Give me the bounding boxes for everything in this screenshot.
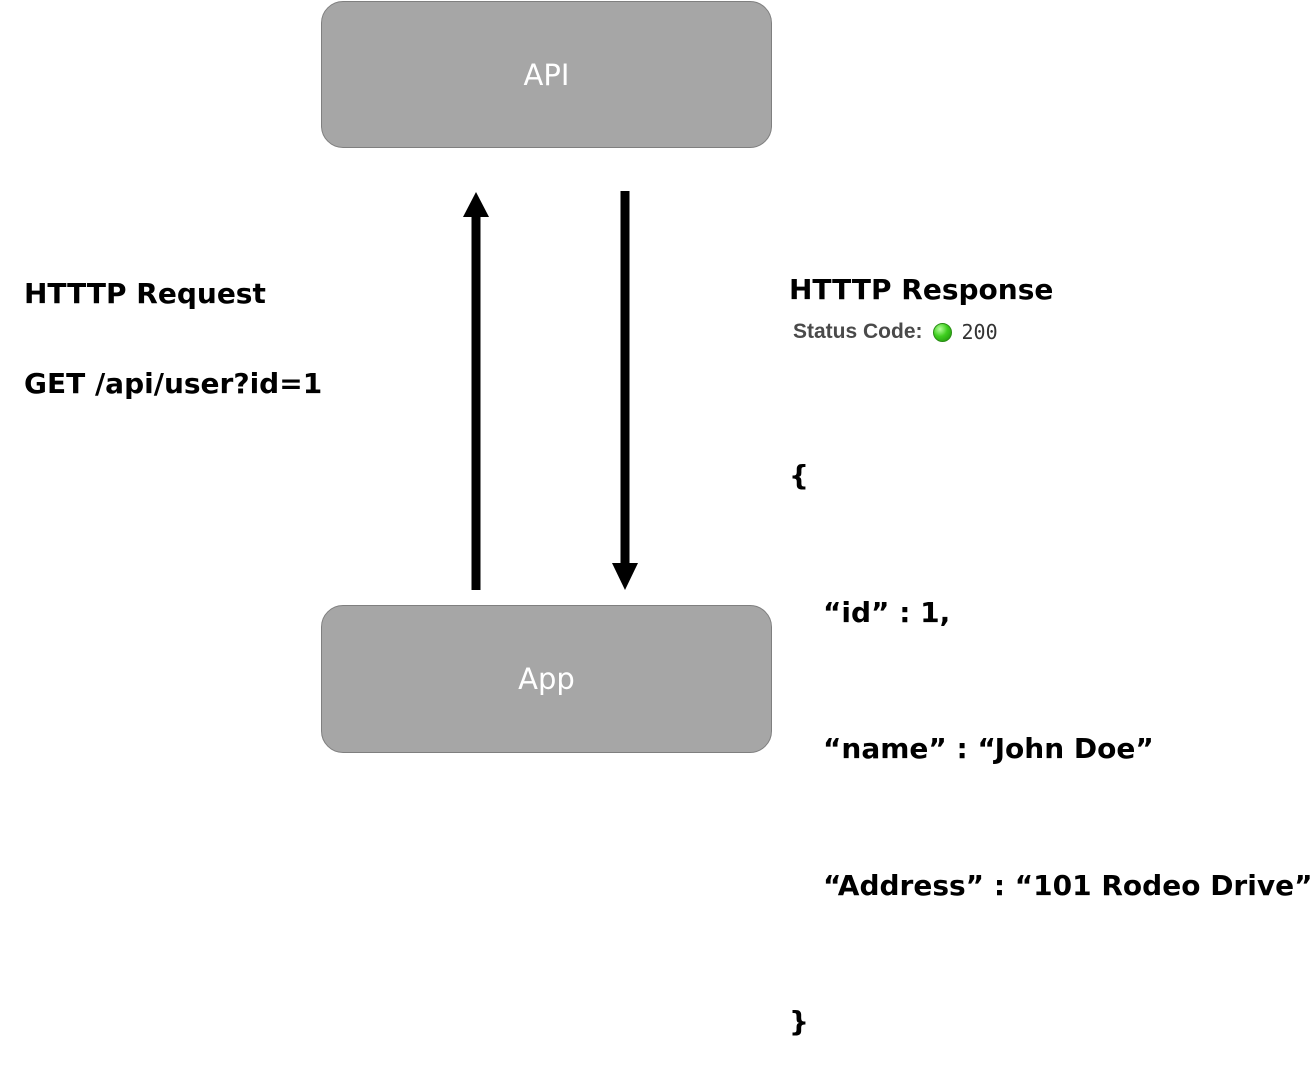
status-code-value: 200 [961, 320, 998, 344]
request-title: HTTTP Request [24, 277, 266, 310]
request-arrow [463, 192, 489, 590]
json-line-id: “id” : 1, [823, 595, 951, 629]
app-node-label: App [518, 662, 575, 696]
status-code-label: Status Code: [793, 320, 923, 343]
status-code-row: Status Code: 200 [793, 320, 998, 344]
app-node: App [321, 605, 772, 753]
response-title: HTTTP Response [789, 273, 1054, 306]
request-line: GET /api/user?id=1 [24, 367, 323, 400]
api-node-label: API [523, 57, 570, 92]
api-node: API [321, 1, 772, 148]
json-open-brace: { [789, 459, 809, 492]
arrows-layer [463, 191, 638, 590]
json-line-name: “name” : “John Doe” [823, 732, 1154, 765]
status-ok-icon [932, 322, 952, 342]
json-line-address: “Address” : “101 Rodeo Drive” [823, 868, 1313, 902]
response-body: { “id” : 1, “name” : “John Doe” “Address… [789, 362, 1312, 1090]
response-arrow [612, 191, 638, 590]
json-close-brace: } [789, 1005, 809, 1038]
